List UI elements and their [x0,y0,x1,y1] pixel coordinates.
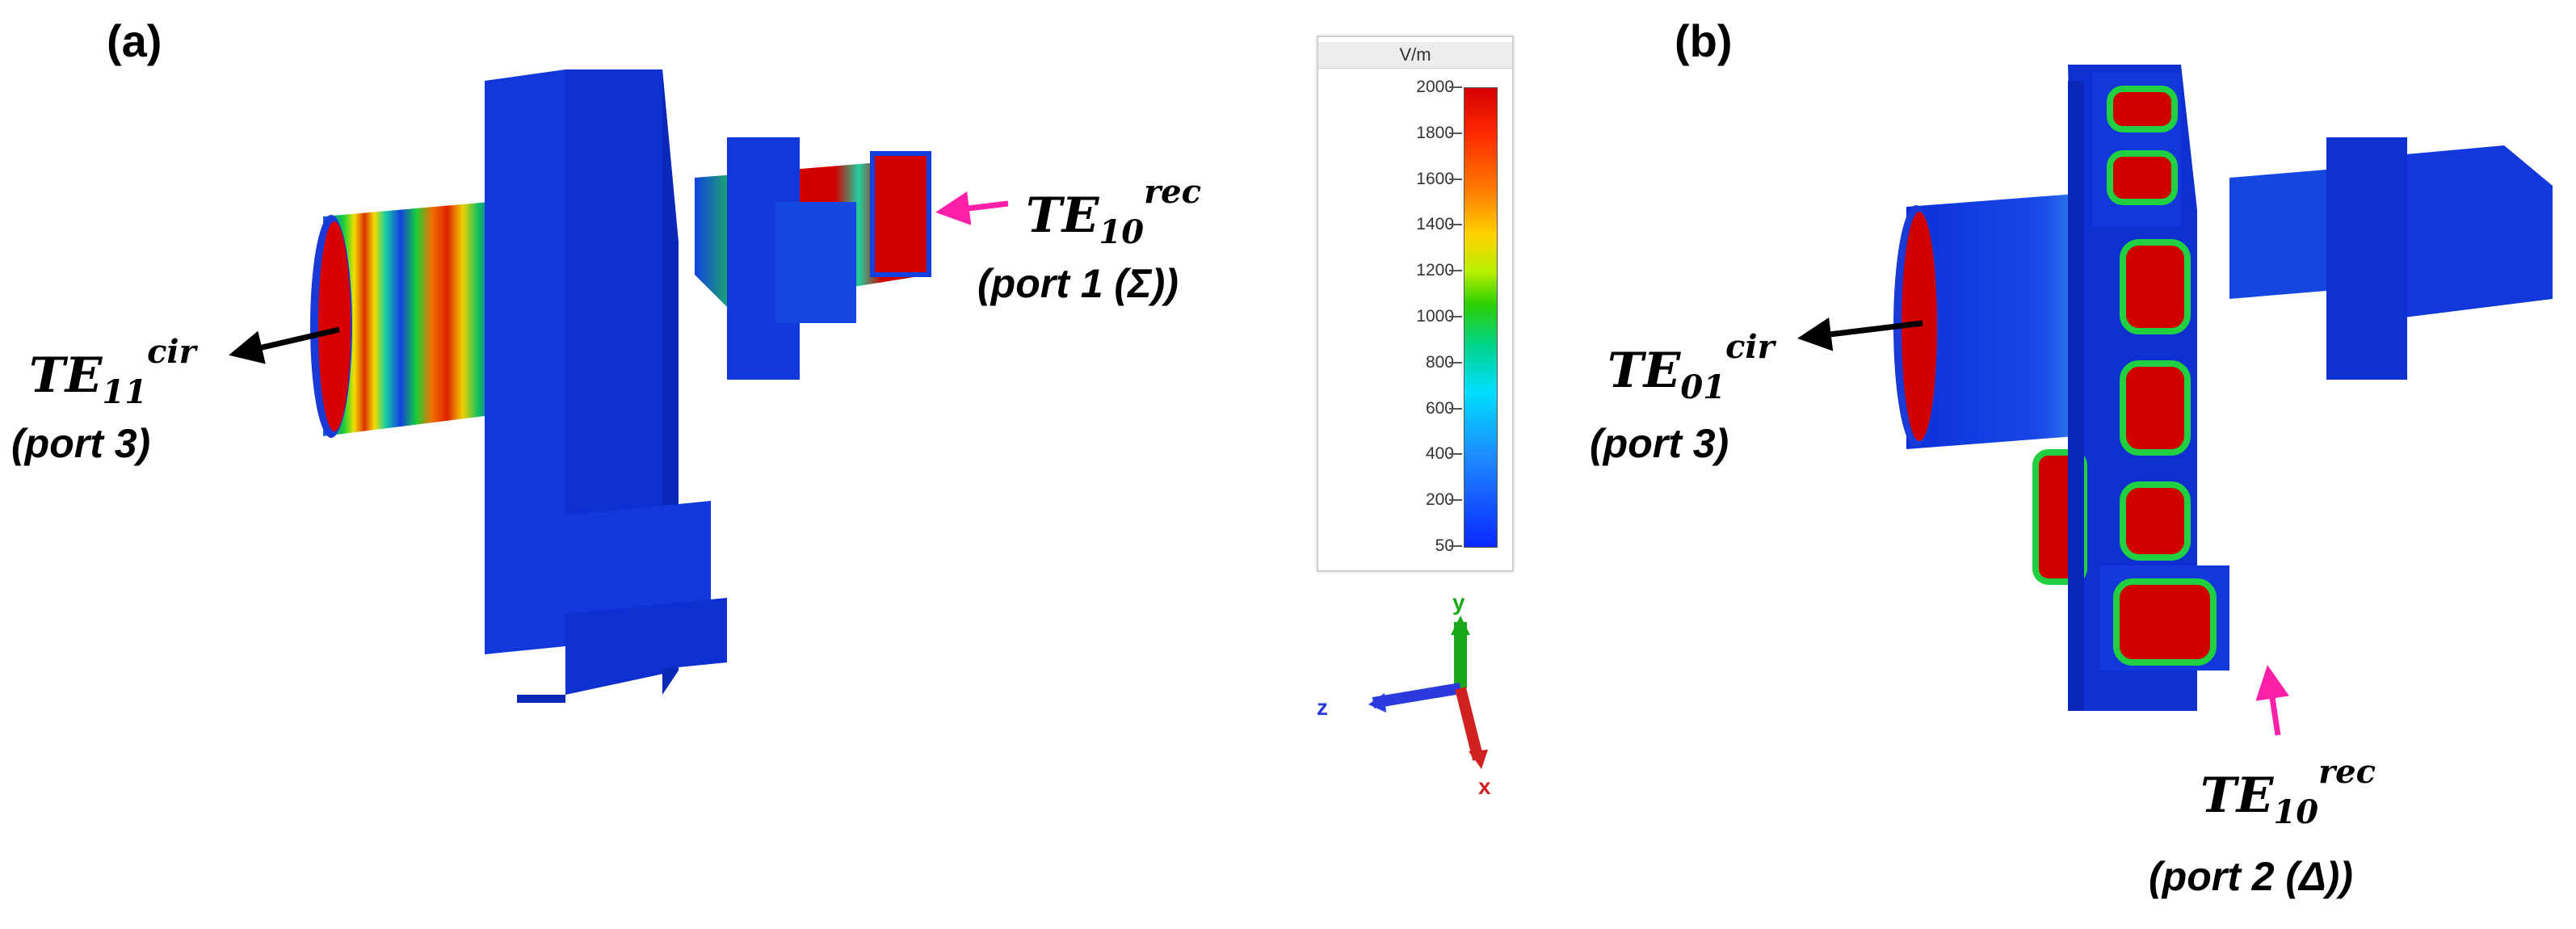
panel-a-port-right: (port 1 (Σ)) [977,261,1179,306]
legend-tick-label: 1400 [1416,215,1454,234]
axis-z-line [1372,683,1462,708]
axis-y-head [1451,616,1470,635]
legend-tick-mark [1449,132,1462,134]
axis-z-head [1368,693,1386,713]
panel-a-mode-right: TE10rec [1026,173,1201,251]
panel-a-label: (a) [107,15,162,66]
color-legend: V/m 2000 1800 1600 1400 1200 1000 800 600 400 200… [1317,36,1514,572]
legend-tick-mark [1449,453,1462,456]
legend-tick-mark [1449,224,1462,226]
legend-tick-mark [1449,316,1462,317]
panel-a-port-left: (port 3) [11,421,151,466]
arrow-a-right [935,191,1009,225]
panel-b-mode-left: TE01cir [1607,328,1775,406]
legend-tick-mark [1449,499,1462,502]
legend-tick-label: 1800 [1416,123,1454,142]
panel-b-port-bottom: (port 2 (Δ)) [2149,854,2353,899]
legend-tick-mark [1449,178,1462,180]
legend-tick-mark [1449,86,1462,88]
panel-b-mode-bottom: TE10rec [2200,753,2376,831]
legend-color-bar [1464,87,1498,548]
legend-unit: V/m [1318,42,1512,69]
legend-tick-mark [1449,361,1462,364]
panel-b-port-left: (port 3) [1590,421,1729,466]
arrow-b-bottom [2255,665,2289,736]
legend-tick-mark [1449,270,1462,272]
axis-x-head [1469,750,1488,769]
legend-tick-label: 1200 [1416,261,1454,280]
legend-tick-label: 1600 [1416,169,1454,188]
legend-tick-label: 400 [1425,444,1454,464]
legend-tick-label: 600 [1425,398,1454,418]
legend-tick-mark [1449,407,1462,410]
arrow-b-left [1797,317,1923,351]
legend-tick-label: 800 [1425,352,1454,372]
legend-tick-mark [1449,545,1462,547]
legend-tick-label: 200 [1425,490,1454,510]
axis-z-label: z [1317,695,1328,720]
legend-tick-label: 1000 [1416,307,1454,326]
legend-tick-label: 50 [1435,536,1454,555]
panel-a-mode-left: TE11cir [29,333,196,411]
axis-x-line [1455,687,1484,761]
arrow-a-left [229,326,340,364]
panel-b-label: (b) [1675,15,1733,66]
legend-tick-label: 2000 [1416,78,1454,96]
axis-x-label: x [1478,774,1491,799]
axis-y-label: y [1452,590,1465,615]
